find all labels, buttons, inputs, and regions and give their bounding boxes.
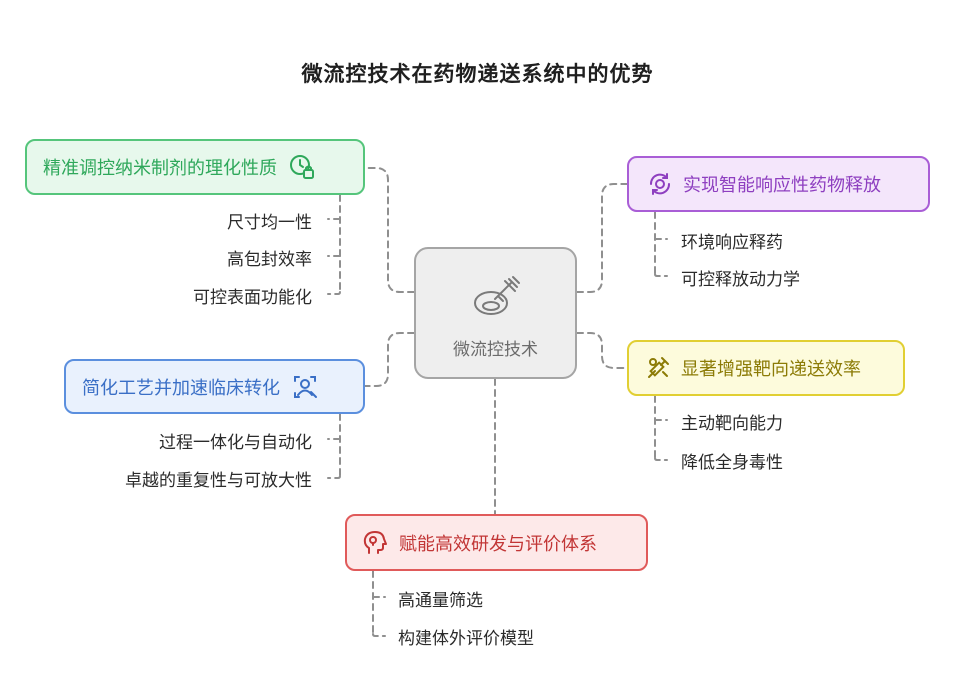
release-item-2: 可控释放动力学 [681, 270, 800, 290]
diagram-title: 微流控技术在药物递送系统中的优势 [301, 62, 654, 86]
evaluation-item-1: 高通量筛选 [398, 591, 483, 611]
branch-release-label: 实现智能响应性药物释放 [683, 175, 881, 196]
clock-lock-icon [289, 154, 315, 180]
branch-evaluation: 赋能高效研发与评价体系 [345, 514, 648, 571]
head-brain-icon [361, 529, 389, 557]
targeting-item-1: 主动靶向能力 [681, 414, 783, 434]
branch-evaluation-label: 赋能高效研发与评价体系 [399, 533, 597, 555]
connector-center-targeting [576, 332, 628, 369]
connector-center-precision [364, 167, 415, 293]
precision-item-1: 尺寸均一性 [227, 213, 312, 233]
release-item-1: 环境响应释药 [681, 233, 783, 253]
branch-targeting-label: 显著增强靶向递送效率 [681, 359, 861, 380]
branch-clinical: 简化工艺并加速临床转化 [64, 359, 365, 414]
connector-center-clinical [364, 332, 415, 387]
branch-release: 实现智能响应性药物释放 [627, 156, 930, 212]
branch-precision: 精准调控纳米制剂的理化性质 [25, 139, 365, 195]
syringe-target-icon [645, 355, 671, 381]
precision-item-3: 可控表面功能化 [193, 288, 312, 308]
clinical-item-2: 卓越的重复性与可放大性 [125, 471, 312, 491]
targeting-item-2: 降低全身毒性 [681, 453, 783, 473]
branch-clinical-label: 简化工艺并加速临床转化 [82, 377, 280, 399]
connector-center-release [576, 183, 628, 293]
branch-precision-label: 精准调控纳米制剂的理化性质 [43, 158, 277, 179]
microfluidic-syringe-icon [469, 269, 525, 329]
pill-refresh-icon [647, 171, 673, 197]
clinical-item-1: 过程一体化与自动化 [159, 433, 312, 453]
branch-targeting: 显著增强靶向递送效率 [627, 340, 905, 396]
center-label: 微流控技术 [453, 340, 538, 360]
precision-item-2: 高包封效率 [227, 250, 312, 270]
doctor-badge-icon [292, 374, 318, 400]
evaluation-item-2: 构建体外评价模型 [398, 629, 534, 649]
center-node: 微流控技术 [414, 247, 577, 379]
